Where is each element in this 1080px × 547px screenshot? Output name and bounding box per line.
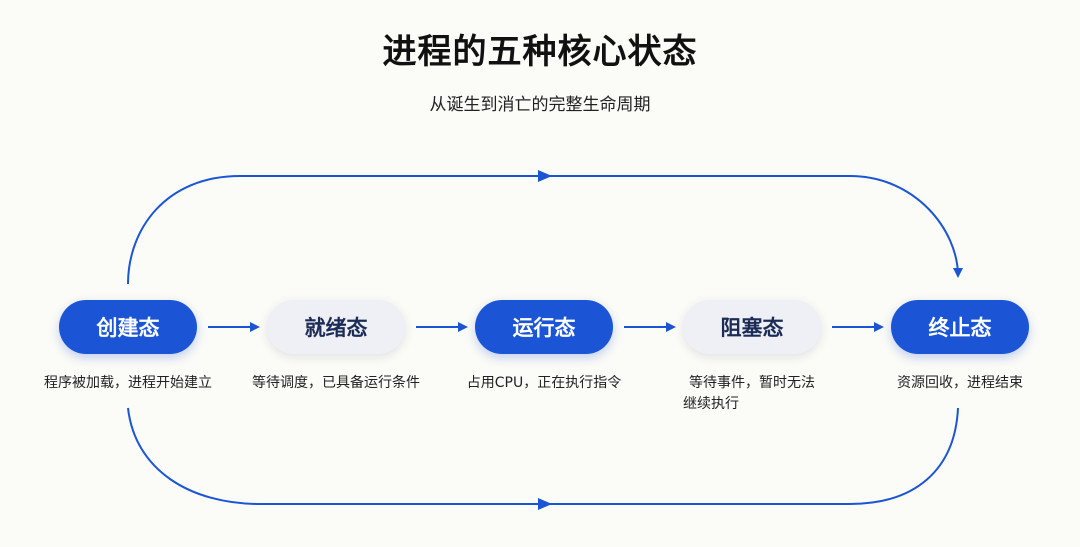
state-node-terminated: 终止态 [891, 300, 1029, 354]
diagram-title: 进程的五种核心状态 [382, 32, 698, 72]
state-label-create: 创建态 [96, 316, 160, 340]
state-desc-line: 占用CPU，正在执行指令 [466, 375, 622, 391]
arrow-loop-top [127, 175, 963, 285]
state-node-ready: 就绪态 [267, 300, 405, 354]
state-desc-line: 等待事件，暂时无法 [689, 375, 815, 391]
arrow-loop-top-midhead [538, 170, 552, 182]
state-desc-running: 占用CPU，正在执行指令 [444, 373, 644, 394]
state-desc-create: 程序被加载，进程开始建立 [28, 373, 228, 394]
state-desc-terminated: 资源回收，进程结束 [860, 373, 1060, 394]
state-desc-line: 程序被加载，进程开始建立 [44, 375, 212, 391]
state-desc-line: 继续执行 [683, 396, 739, 412]
state-node-create: 创建态 [59, 300, 197, 354]
state-desc-ready: 等待调度，已具备运行条件 [236, 373, 436, 394]
state-node-blocked: 阻塞态 [683, 300, 821, 354]
arrow-loop-bottom-midhead [538, 498, 552, 510]
state-node-running: 运行态 [475, 300, 613, 354]
state-label-blocked: 阻塞态 [720, 316, 784, 340]
state-label-running: 运行态 [512, 316, 576, 340]
state-desc-line: 等待调度，已具备运行条件 [252, 375, 420, 391]
diagram-subtitle: 从诞生到消亡的完整生命周期 [429, 95, 651, 115]
state-label-ready: 就绪态 [304, 316, 368, 340]
arrow-loop-bottom [127, 407, 959, 505]
state-desc-blocked: 等待事件，暂时无法 继续执行 [652, 373, 852, 415]
state-label-terminated: 终止态 [928, 316, 992, 340]
state-desc-line: 资源回收，进程结束 [897, 375, 1023, 391]
